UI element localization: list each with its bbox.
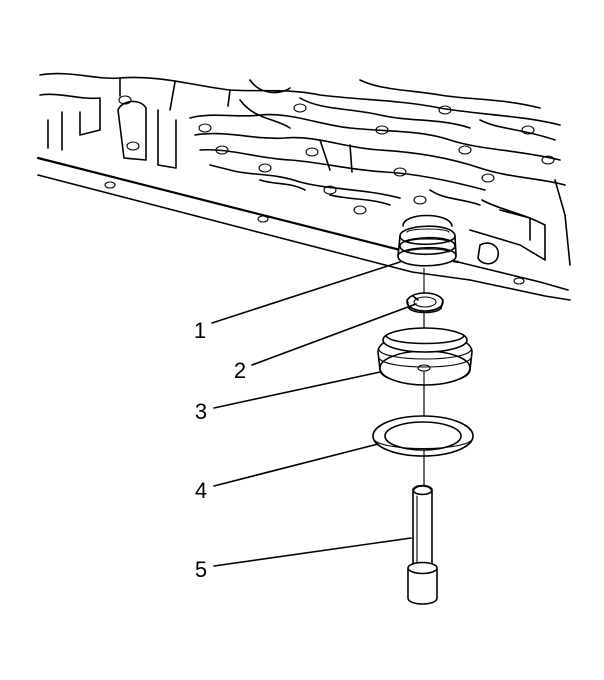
callout-1: 1 xyxy=(194,318,206,343)
callout-2: 2 xyxy=(234,358,246,383)
leader-line-5 xyxy=(213,537,412,567)
seal xyxy=(372,415,474,457)
leader-line-4 xyxy=(213,443,379,487)
callout-4: 4 xyxy=(195,478,207,503)
leader-line-1 xyxy=(211,261,401,324)
retaining-ring xyxy=(406,292,444,314)
leader-lines xyxy=(211,261,417,567)
flange-bolt-holes xyxy=(104,181,525,285)
pin xyxy=(407,484,438,605)
callout-5: 5 xyxy=(195,557,207,582)
casting-bolt-bosses xyxy=(118,95,555,215)
leader-line-3 xyxy=(213,371,381,409)
valve-body-casting xyxy=(36,72,571,301)
spring xyxy=(397,214,457,268)
leader-line-2 xyxy=(251,303,417,366)
piston xyxy=(377,327,473,386)
callout-3: 3 xyxy=(195,399,207,424)
